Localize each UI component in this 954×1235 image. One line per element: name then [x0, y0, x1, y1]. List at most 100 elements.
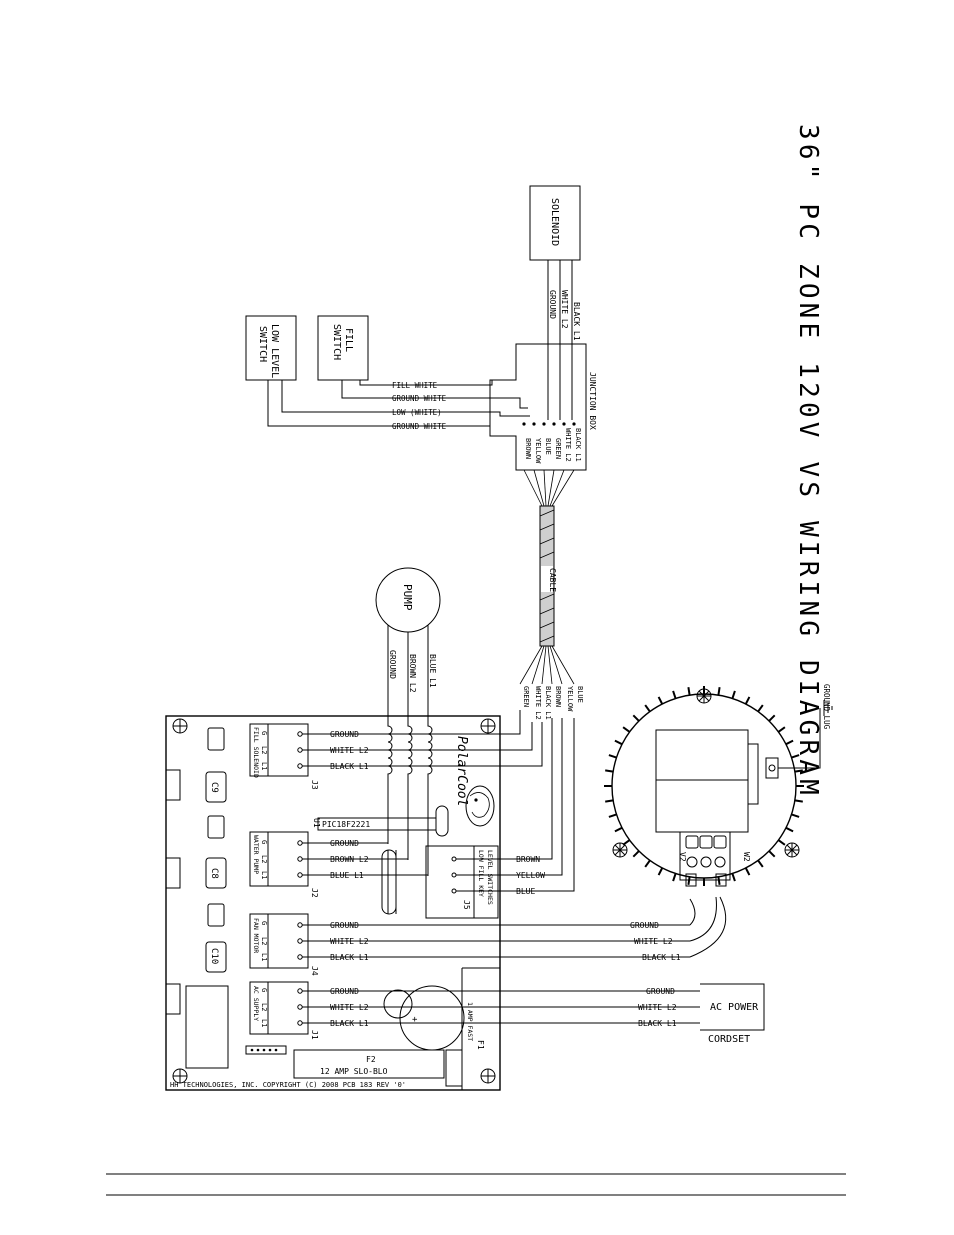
cordset-label: CORDSET [708, 1034, 750, 1045]
junction-term-yellow: YELLOW [534, 438, 542, 464]
fill-switch-box [317, 315, 369, 381]
fan-fin [757, 859, 764, 868]
junction-terminals [522, 422, 576, 426]
j5-sub: LOW FILL KEY [477, 850, 485, 897]
fan-fin [777, 839, 786, 846]
junction-term-green: GREEN [554, 438, 562, 459]
fan-fin [608, 754, 617, 759]
junction-term-blue: BLUE [544, 438, 552, 455]
cable-wire-blue: BLUE [576, 686, 584, 703]
fan-fin [785, 739, 794, 746]
control-board [165, 715, 501, 1091]
cable-wire-white: WHITE L2 [534, 686, 542, 720]
f2-label: F2 [366, 1055, 376, 1064]
cap-c10-label: C10 [209, 948, 219, 964]
fan-motor-fins [604, 686, 804, 886]
f1-rating: 1 AMP FAST [466, 1002, 474, 1041]
j2-id: J2 [310, 888, 319, 898]
solenoid-wire-ground: GROUND [548, 290, 557, 319]
fan-wire-black: BLACK L1 [642, 953, 681, 962]
cap-c9-label: C9 [209, 782, 219, 793]
connector-j4 [249, 913, 328, 969]
j5-wire-yellow: YELLOW [516, 871, 545, 880]
fan-fin [777, 726, 786, 733]
fan-fin [768, 714, 776, 722]
cable-wire-green: GREEN [522, 686, 530, 707]
j2-name: WATER PUMP [252, 835, 260, 874]
connector-j1 [249, 981, 328, 1035]
transformer-small [383, 989, 413, 1019]
j5-title: LEVEL SWITCHES [486, 850, 494, 905]
cap-c8 [205, 857, 227, 889]
cable-wire-brown: BROWN [554, 686, 562, 707]
fan-fin [605, 799, 614, 803]
motor-label-w2: W2 [742, 852, 751, 862]
motor-terminal-block [679, 831, 731, 881]
pump-wire-crossings [387, 720, 433, 876]
j4-pin-l2: L2 [260, 937, 268, 945]
board-edge-tabs [165, 769, 181, 1015]
fan-fin [614, 739, 623, 746]
fan-fin [794, 769, 803, 773]
fan-fin [757, 704, 764, 713]
ac-wire-ground: GROUND [646, 987, 675, 996]
j4-pin-l1: L1 [260, 953, 268, 961]
low-level-switch-label-2: SWITCH [257, 326, 268, 362]
f1-label: F1 [476, 1040, 485, 1050]
cable-label: CABLE [548, 568, 557, 592]
fan-fin [657, 696, 664, 705]
j5-wire-blue: BLUE [516, 887, 535, 896]
ic-label: PIC18F2221 [322, 820, 370, 829]
fan-fin [687, 876, 691, 885]
fan-fin [672, 873, 677, 882]
ground-symbol [819, 700, 833, 730]
ac-wire-white: WHITE L2 [638, 1003, 677, 1012]
fan-fin [614, 826, 623, 833]
ac-wire-black: BLACK L1 [638, 1019, 677, 1028]
junction-box-label: JUNCTION BOX [588, 372, 597, 430]
pump-wire-blue: BLUE L1 [428, 654, 437, 688]
pump-wire-sleeve [381, 849, 397, 915]
cap-c10 [205, 941, 227, 973]
fan-fin [791, 754, 800, 759]
j2-pin-g: G [260, 840, 268, 844]
svg-text:+: + [412, 1015, 418, 1025]
junction-box [489, 343, 587, 471]
ac-power-plug [700, 983, 765, 1031]
cable-hatching [539, 509, 555, 643]
fan-fin [731, 873, 736, 882]
low-level-switch-box [245, 315, 297, 381]
fan-fin [632, 714, 640, 722]
j4-id: J4 [310, 966, 319, 976]
fan-fin [744, 867, 751, 876]
fan-fin [744, 696, 751, 705]
fan-fin [768, 850, 776, 858]
fan-wire-white: WHITE L2 [634, 937, 673, 946]
u1-label: U1 [312, 818, 321, 828]
fan-fin [644, 704, 651, 713]
ac-power-label: AC POWER [710, 1002, 759, 1013]
fuse-f2 [293, 1049, 445, 1079]
j3-pin-l2: L2 [260, 746, 268, 754]
switch-wire-fill-white: FILL WHITE [392, 381, 438, 390]
svg-text:PolarCool: PolarCool [454, 736, 469, 806]
j3-pin-l1: L1 [260, 762, 268, 770]
j3-pin-g: G [260, 731, 268, 735]
fan-fin [605, 769, 614, 773]
connector-j3 [249, 723, 328, 777]
j1-pin-l1: L1 [260, 1019, 268, 1027]
j1-name: AC SUPPLY [252, 986, 260, 1021]
fan-fin [632, 850, 640, 858]
fan-motor-housing [611, 693, 797, 879]
ground-lug-label: GROUND LUG [822, 684, 831, 730]
j4-name: FAN MOTOR [252, 918, 260, 953]
switch-wire-low-white: LOW (WHITE) [392, 408, 442, 417]
j1-pin-l2: L2 [260, 1003, 268, 1011]
junction-term-black: BLACK L1 [574, 428, 582, 462]
cap-c8-label: C8 [209, 868, 219, 879]
polarcool-logo: PolarCool [454, 736, 495, 827]
fill-switch-label-2: SWITCH [331, 324, 342, 360]
fan-fin [717, 687, 721, 696]
